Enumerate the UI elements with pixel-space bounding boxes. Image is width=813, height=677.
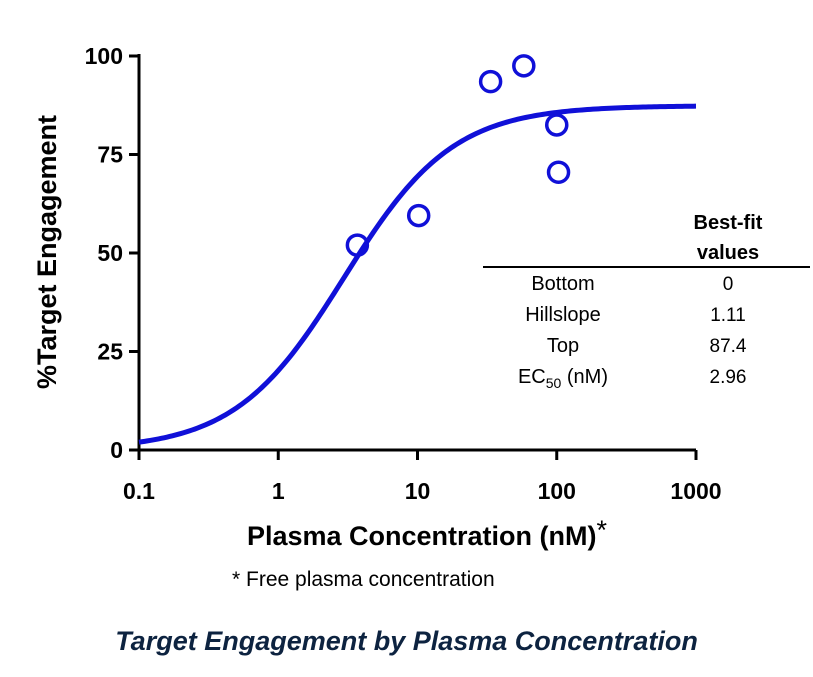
table-background [483,203,813,388]
table-row-value: 87.4 [710,336,747,357]
data-point [478,69,503,94]
x-axis-title-text: Plasma Concentration (nM) [247,521,597,551]
x-axis-title: Plasma Concentration (nM)* [247,515,608,551]
table-row-value: 2.96 [710,367,747,388]
figure-caption: Target Engagement by Plasma Concentratio… [115,626,698,656]
y-axis-title: %Target Engagement [32,115,62,389]
x-tick-label: 10 [405,478,431,504]
table-row-label: Bottom [531,273,594,295]
y-tick-label: 25 [97,339,123,365]
x-tick-label: 0.1 [123,478,155,504]
data-point [546,160,571,184]
x-tick-label: 100 [538,478,576,504]
table-row-value: 1.11 [710,305,746,326]
table-header-line2: values [697,242,759,264]
table-row-label: Hillslope [525,304,601,326]
x-ticks: 0.1 1 10 100 1000 [123,450,722,504]
table-row-label: Top [547,335,579,357]
data-point [545,113,569,137]
table-row-value: 0 [723,274,734,295]
x-tick-label: 1 [272,478,285,504]
x-tick-label: 1000 [670,478,721,504]
y-tick-label: 75 [97,142,123,168]
y-tick-label: 0 [110,437,123,463]
dose-response-chart: 0 25 50 75 100 0.1 1 10 100 1000 %Target Engagem… [32,43,813,551]
x-axis-title-suffix: * [597,515,608,545]
data-point [406,203,431,228]
table-header-line1: Best-fit [694,212,763,234]
footnote: * Free plasma concentration [232,568,495,591]
y-ticks: 0 25 50 75 100 [85,43,139,463]
fit-curve [138,103,697,445]
data-point [345,233,370,257]
y-tick-label: 50 [97,240,123,266]
data-point [512,54,536,78]
data-points [345,54,571,257]
table-row-label: EC50 (nM) [518,366,608,391]
y-tick-label: 100 [85,43,123,69]
